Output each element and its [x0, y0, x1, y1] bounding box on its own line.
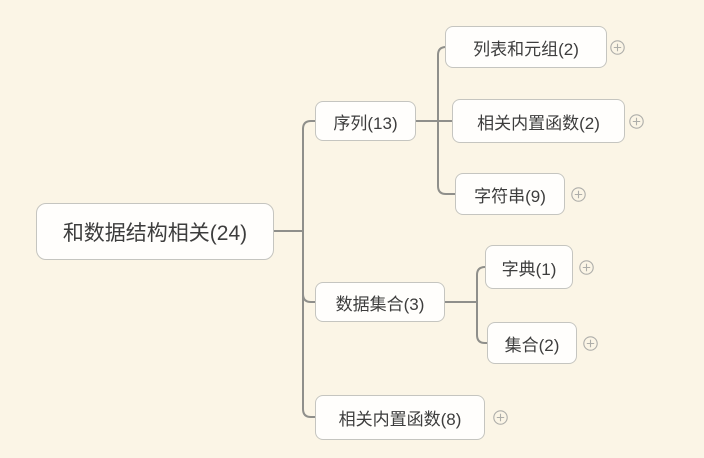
node-set[interactable]: 集合(2) — [487, 322, 577, 364]
expand-icon-list-tuple[interactable] — [610, 40, 625, 55]
node-dict[interactable]: 字典(1) — [485, 245, 573, 289]
expand-icon-string[interactable] — [571, 187, 586, 202]
expand-icon-builtin-functions-2[interactable] — [629, 114, 644, 129]
expand-icon-dict[interactable] — [579, 260, 594, 275]
node-root[interactable]: 和数据结构相关(24) — [36, 203, 274, 260]
node-sequence[interactable]: 序列(13) — [315, 101, 416, 141]
connector-root-data-collection — [274, 230, 315, 303]
connector-sequence-string — [416, 120, 456, 195]
connector-collection-dict — [445, 266, 486, 303]
connector-collection-set — [445, 301, 488, 344]
node-builtin-functions-8[interactable]: 相关内置函数(8) — [315, 395, 485, 440]
connector-root-builtin8 — [274, 230, 315, 418]
node-data-collection[interactable]: 数据集合(3) — [315, 282, 445, 322]
node-builtin-functions-2[interactable]: 相关内置函数(2) — [452, 99, 625, 143]
node-string[interactable]: 字符串(9) — [455, 173, 565, 215]
expand-icon-builtin-functions-8[interactable] — [493, 410, 508, 425]
connector-sequence-list-tuple — [416, 46, 447, 122]
connector-root-sequence — [274, 120, 315, 232]
node-list-tuple[interactable]: 列表和元组(2) — [445, 26, 607, 68]
expand-icon-set[interactable] — [583, 336, 598, 351]
